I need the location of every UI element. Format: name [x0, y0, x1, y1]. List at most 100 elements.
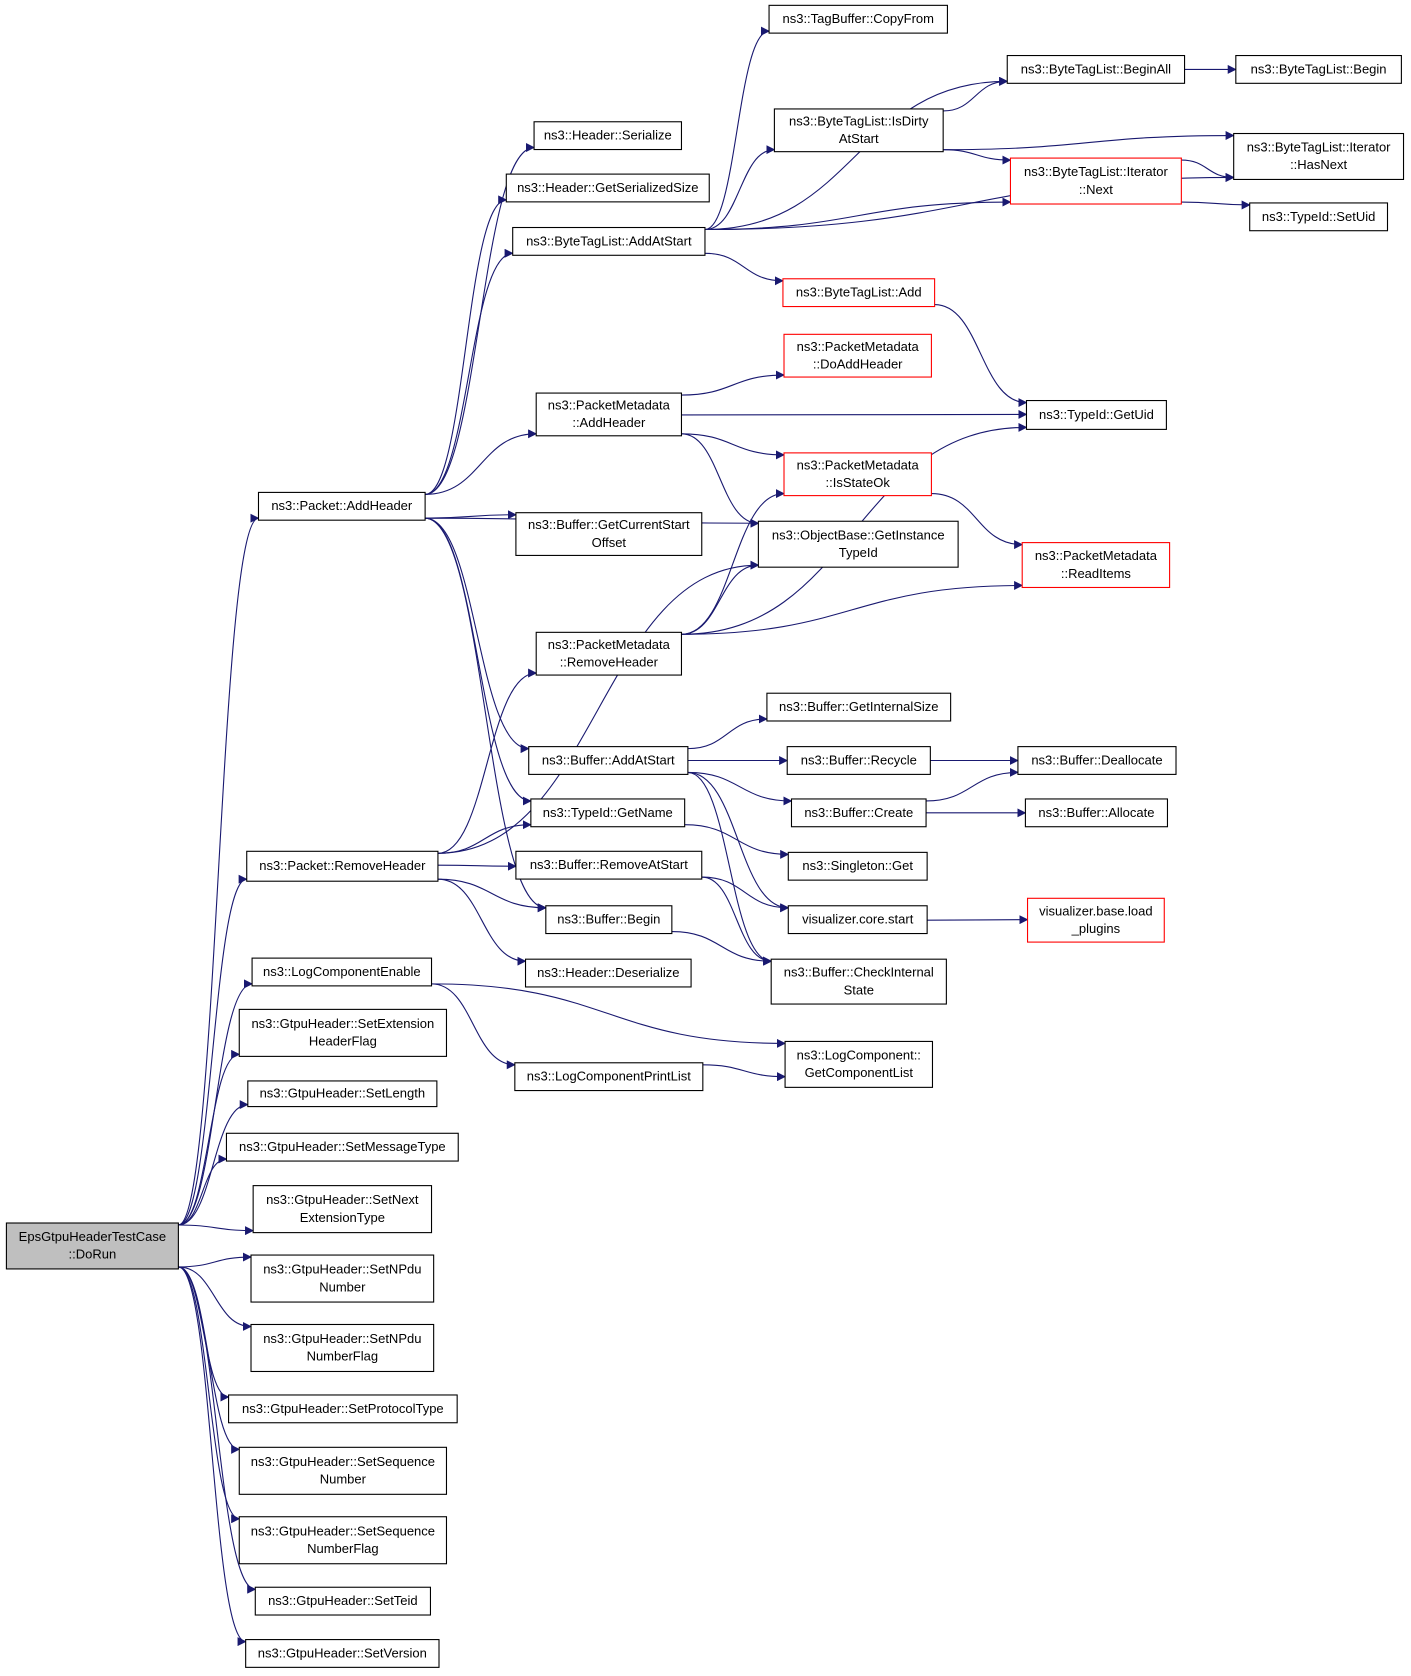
edge-pkt-removeheader-to-buf-begin	[437, 878, 547, 913]
node-box	[257, 491, 426, 521]
node-box	[250, 1323, 435, 1373]
node-buf-allocate[interactable]: ns3::Buffer::Allocate	[1024, 798, 1169, 828]
node-label: ns3::Buffer::Allocate	[1038, 805, 1154, 820]
node-logcompprintlist[interactable]: ns3::LogComponentPrintList	[514, 1062, 704, 1092]
edge-pkt-removeheader-to-pm-removeheader	[437, 668, 538, 854]
edge-logcompprintlist-to-lc-getcomplist	[702, 1064, 786, 1082]
node-box	[514, 1062, 704, 1092]
node-singleton-get[interactable]: ns3::Singleton::Get	[787, 851, 928, 881]
node-box	[787, 851, 928, 881]
node-logcompenable[interactable]: ns3::LogComponentEnable	[251, 957, 433, 987]
node-pm-removeheader[interactable]: ns3::PacketMetadata::RemoveHeader	[535, 631, 683, 676]
node-buf-recycle[interactable]: ns3::Buffer::Recycle	[786, 746, 931, 775]
node-hdr-serialize[interactable]: ns3::Header::Serialize	[533, 121, 683, 151]
node-setversion[interactable]: ns3::GtpuHeader::SetVersion	[245, 1639, 440, 1668]
node-viz-core-start[interactable]: visualizer.core.start	[787, 905, 928, 935]
node-viz-base-load[interactable]: visualizer.base.load_plugins	[1026, 897, 1165, 943]
node-label: ns3::ByteTagList::IsDirty	[789, 113, 929, 128]
node-label: ExtensionType	[300, 1210, 385, 1225]
node-label: ns3::ByteTagList::Add	[796, 285, 922, 300]
node-hdr-getsersize[interactable]: ns3::Header::GetSerializedSize	[505, 173, 710, 203]
node-btl-iter-next[interactable]: ns3::ByteTagList::Iterator::Next	[1009, 157, 1182, 205]
node-root[interactable]: EpsGtpuHeaderTestCase::DoRun	[5, 1222, 179, 1270]
edge-arrow	[1181, 159, 1235, 182]
edge-pkt-addheader-to-buf-addatstart	[425, 517, 530, 754]
node-box	[528, 746, 689, 775]
node-setproto[interactable]: ns3::GtpuHeader::SetProtocolType	[228, 1394, 458, 1424]
node-lc-getcomplist[interactable]: ns3::LogComponent::GetComponentList	[784, 1040, 934, 1088]
node-tid-setuid[interactable]: ns3::TypeId::SetUid	[1249, 202, 1389, 232]
node-pm-addheader[interactable]: ns3::PacketMetadata::AddHeader	[535, 392, 683, 437]
node-btl-iter-hasnext[interactable]: ns3::ByteTagList::Iterator::HasNext	[1233, 132, 1405, 180]
edge-arrow	[437, 668, 538, 854]
node-label: ::AddHeader	[572, 415, 646, 430]
edge-arrow	[437, 560, 760, 854]
edge-arrow	[178, 1266, 257, 1594]
node-box	[245, 1639, 440, 1668]
node-label: ns3::ByteTagList::Begin	[1251, 61, 1387, 76]
node-btl-beginall[interactable]: ns3::ByteTagList::BeginAll	[1006, 54, 1186, 84]
node-label: ns3::Packet::AddHeader	[271, 498, 413, 513]
node-pm-doaddheader[interactable]: ns3::PacketMetadata::DoAddHeader	[783, 333, 932, 378]
node-box	[254, 1586, 432, 1616]
node-box	[505, 173, 710, 203]
node-buf-create[interactable]: ns3::Buffer::Create	[790, 798, 927, 828]
node-label: ns3::Packet::RemoveHeader	[259, 858, 426, 873]
node-buf-removeatstart[interactable]: ns3::Buffer::RemoveAtStart	[515, 850, 703, 880]
node-setlength[interactable]: ns3::GtpuHeader::SetLength	[247, 1080, 438, 1108]
edge-pkt-removeheader-to-ob-getinstancetid	[437, 560, 760, 854]
edge-arrow	[704, 76, 1009, 231]
node-label: ns3::LogComponentEnable	[263, 964, 421, 979]
node-tagbuf-copyfrom[interactable]: ns3::TagBuffer::CopyFrom	[768, 4, 948, 34]
node-pkt-addheader[interactable]: ns3::Packet::AddHeader	[257, 491, 426, 521]
node-tid-getname[interactable]: ns3::TypeId::GetName	[530, 798, 686, 828]
node-btl-begin[interactable]: ns3::ByteTagList::Begin	[1235, 54, 1402, 84]
node-pkt-removeheader[interactable]: ns3::Packet::RemoveHeader	[246, 850, 439, 882]
edge-arrow	[943, 131, 1235, 151]
node-buf-deallocate[interactable]: ns3::Buffer::Deallocate	[1017, 746, 1177, 775]
node-pm-readitems[interactable]: ns3::PacketMetadata::ReadItems	[1021, 542, 1171, 589]
node-label: ns3::GtpuHeader::SetNPdu	[263, 1331, 421, 1346]
node-label: ns3::GtpuHeader::SetMessageType	[239, 1139, 446, 1154]
edge-pkt-removeheader-to-buf-removeatstart	[437, 861, 517, 871]
node-tid-getuid[interactable]: ns3::TypeId::GetUid	[1025, 399, 1167, 430]
node-label: ns3::GtpuHeader::SetNPdu	[263, 1262, 421, 1277]
node-buf-begin[interactable]: ns3::Buffer::Begin	[545, 905, 673, 935]
node-label: ns3::Buffer::GetInternalSize	[779, 699, 938, 714]
edge-arrow	[1181, 200, 1251, 210]
edge-arrow	[178, 1224, 255, 1236]
node-box	[1006, 54, 1186, 84]
node-box	[787, 905, 928, 935]
node-buf-getinternalsize[interactable]: ns3::Buffer::GetInternalSize	[766, 692, 952, 722]
edge-pm-addheader-to-tid-getuid	[681, 409, 1028, 419]
node-btl-add[interactable]: ns3::ByteTagList::Add	[782, 278, 936, 308]
node-box	[545, 905, 673, 935]
edge-arrow	[178, 1252, 252, 1268]
edge-btl-addatstart-to-btl-beginall	[704, 76, 1009, 231]
node-label: ::DoAddHeader	[813, 356, 903, 371]
node-hdr-deserialize[interactable]: ns3::Header::Deserialize	[524, 958, 692, 988]
node-box	[783, 333, 932, 378]
node-buf-addatstart[interactable]: ns3::Buffer::AddAtStart	[528, 746, 689, 775]
edge-arrow	[431, 983, 786, 1048]
edge-pm-removeheader-to-pm-readitems	[681, 580, 1024, 635]
node-label: ns3::Buffer::Deallocate	[1031, 752, 1162, 767]
edge-pkt-addheader-to-pm-addheader	[425, 429, 538, 495]
node-btl-addatstart[interactable]: ns3::ByteTagList::AddAtStart	[512, 226, 706, 256]
edge-btl-isdirty-to-btl-iter-hasnext	[943, 131, 1235, 151]
node-pm-isstateok[interactable]: ns3::PacketMetadata::IsStateOk	[783, 452, 932, 497]
edge-arrow	[425, 517, 547, 913]
edge-arrow	[687, 771, 793, 806]
node-setteid[interactable]: ns3::GtpuHeader::SetTeid	[254, 1586, 432, 1616]
node-setmsgtype[interactable]: ns3::GtpuHeader::SetMessageType	[225, 1132, 459, 1162]
